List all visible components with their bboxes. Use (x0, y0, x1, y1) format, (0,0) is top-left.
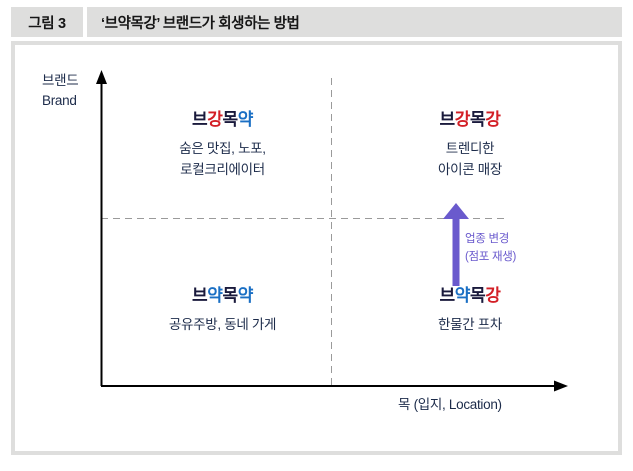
quadrant-bl-char-4: 약 (237, 286, 254, 305)
transition-arrow-annotation: 업종 변경 (점포 재생) (465, 230, 516, 267)
quadrant-top-right-subtext: 트렌디한 아이콘 매장 (370, 139, 570, 181)
quadrant-br-char-1: 브 (439, 286, 456, 305)
quadrant-tl-char-2: 강 (207, 110, 223, 129)
x-axis-label: 목 (입지, Location) (398, 397, 502, 412)
quadrant-tl-char-1: 브 (192, 110, 208, 129)
quadrant-top-left: 브강목약 숨은 맛집, 노포, 로컬크리에이터 (115, 108, 330, 181)
quadrant-tl-char-3: 목 (222, 110, 239, 129)
quadrant-bl-sub-line1: 공유주방, 동네 가게 (168, 317, 277, 333)
figure-number-label: 그림 3 (28, 15, 66, 32)
quadrant-br-char-4: 강 (485, 286, 501, 305)
quadrant-top-left-subtext: 숨은 맛집, 노포, 로컬크리에이터 (115, 139, 330, 181)
header-divider (83, 7, 87, 37)
quadrant-top-right-title: 브강목강 (370, 108, 570, 132)
quadrant-br-char-2: 약 (454, 286, 471, 305)
quadrant-bl-char-3: 목 (222, 286, 239, 305)
quadrant-tr-char-1: 브 (439, 110, 456, 129)
quadrant-bottom-left-title: 브약목약 (115, 284, 330, 308)
y-axis-label: 브랜드 Brand (42, 71, 79, 112)
figure-title-cell: ‘브약목강’ 브랜드가 회생하는 방법 (87, 7, 622, 37)
transition-arrow-annotation-line2: (점포 재생) (465, 251, 517, 264)
quadrant-tr-char-4: 강 (485, 110, 501, 129)
quadrant-bottom-right-subtext: 한물간 프차 (370, 315, 570, 336)
y-axis-label-line2: Brand (42, 93, 77, 109)
figure-number-cell: 그림 3 (11, 7, 83, 37)
quadrant-bottom-left: 브약목약 공유주방, 동네 가게 (115, 284, 330, 336)
quadrant-tr-sub-line2: 아이콘 매장 (437, 162, 503, 178)
quadrant-bottom-right-title: 브약목강 (370, 284, 570, 308)
quadrant-br-sub-line1: 한물간 프차 (437, 317, 503, 333)
quadrant-tr-char-2: 강 (454, 110, 471, 129)
quadrant-tl-sub-line2: 로컬크리에이터 (180, 162, 265, 178)
figure-body-frame (11, 41, 622, 455)
figure-title: ‘브약목강’ 브랜드가 회생하는 방법 (101, 15, 300, 32)
quadrant-tl-char-4: 약 (237, 110, 254, 129)
quadrant-bottom-left-subtext: 공유주방, 동네 가게 (115, 315, 330, 336)
quadrant-top-left-title: 브강목약 (115, 108, 330, 132)
quadrant-tr-sub-line1: 트렌디한 (445, 141, 495, 157)
quadrant-top-right: 브강목강 트렌디한 아이콘 매장 (370, 108, 570, 181)
figure-header: 그림 3 ‘브약목강’ 브랜드가 회생하는 방법 (11, 7, 622, 37)
y-axis-label-line1: 브랜드 (42, 73, 79, 88)
quadrant-tl-sub-line1: 숨은 맛집, 노포, (179, 141, 266, 157)
quadrant-bl-char-2: 약 (207, 286, 223, 305)
quadrant-br-char-3: 목 (470, 286, 486, 305)
quadrant-bottom-right: 브약목강 한물간 프차 (370, 284, 570, 336)
transition-arrow-annotation-line1: 업종 변경 (465, 233, 510, 245)
quadrant-bl-char-1: 브 (192, 286, 208, 305)
quadrant-tr-char-3: 목 (470, 110, 486, 129)
